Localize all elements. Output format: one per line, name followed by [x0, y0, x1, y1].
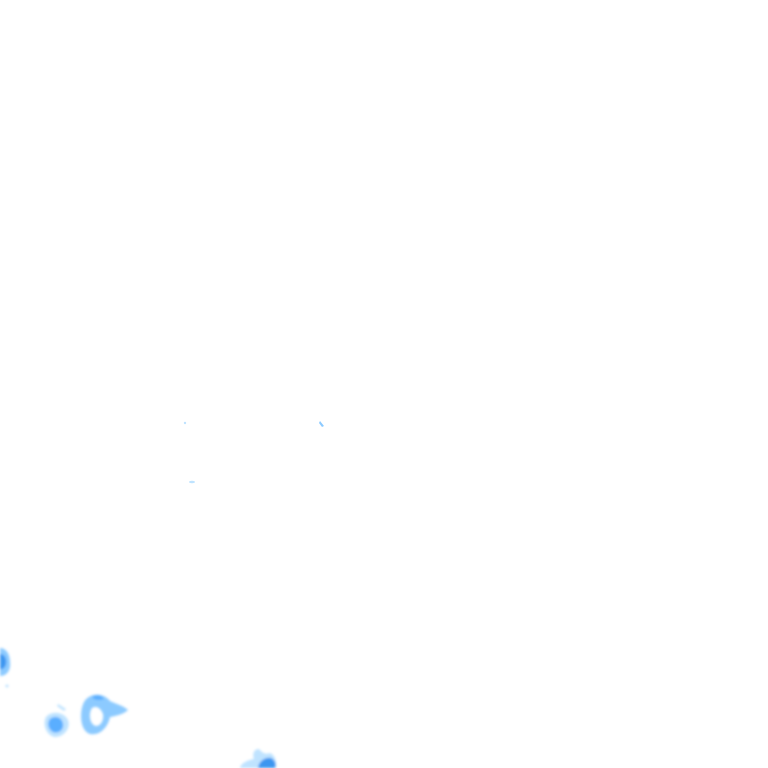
precipitation-fragment	[57, 704, 66, 711]
precipitation-core	[0, 654, 7, 670]
precipitation-speck	[189, 480, 195, 484]
precipitation-speck	[183, 421, 187, 425]
precipitation-speck-group	[183, 421, 324, 484]
precipitation-core	[258, 757, 276, 768]
precipitation-cell-ring	[81, 694, 128, 735]
precipitation-speck	[319, 421, 324, 427]
precipitation-speck	[5, 684, 9, 688]
precipitation-core	[48, 716, 64, 733]
precipitation-area	[81, 694, 128, 735]
precipitation-cell-bottom-left	[44, 704, 69, 737]
precipitation-cell-left-edge	[0, 648, 11, 688]
precipitation-core	[92, 695, 104, 700]
precipitation-cell-bottom-edge	[240, 749, 277, 768]
